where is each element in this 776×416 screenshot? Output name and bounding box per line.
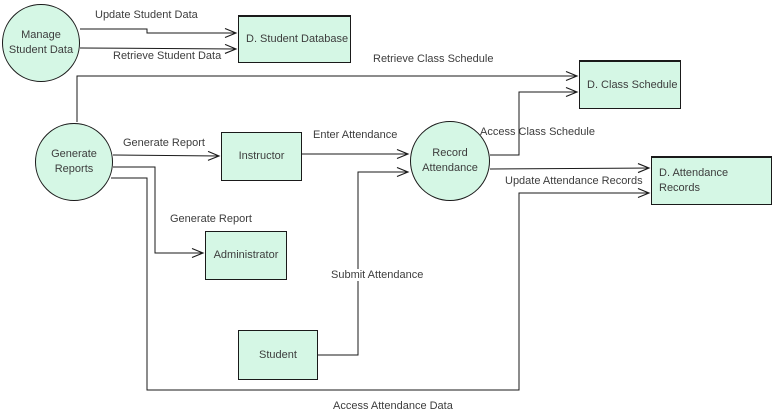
process-manage-student-data: Manage Student Data [2, 4, 80, 82]
flow-update-attendance-records [489, 163, 651, 174]
flow-label-access-attendance-data: Access Attendance Data [333, 400, 453, 412]
flow-label-access-class-schedule: Access Class Schedule [480, 126, 595, 138]
entity-label: Administrator [213, 249, 279, 261]
flow-label-retrieve-class-schedule: Retrieve Class Schedule [373, 53, 494, 65]
entity-student: Student [238, 330, 318, 380]
flow-retrieve-student-data [79, 43, 238, 54]
flow-label-generate-report-administrator: Generate Report [170, 213, 252, 225]
datastore-label: D. Student Database [246, 33, 349, 45]
flow-label-enter-attendance: Enter Attendance [313, 129, 398, 141]
flow-access-class-schedule [490, 86, 579, 156]
flow-label-submit-attendance: Submit Attendance [329, 269, 426, 281]
flow-access-attendance-data [111, 177, 651, 391]
flow-label-retrieve-student-data: Retrieve Student Data [113, 50, 222, 62]
process-label: Generate [51, 148, 97, 160]
flow-label-update-student-data: Update Student Data [95, 9, 198, 21]
flow-retrieve-class-schedule [76, 70, 579, 122]
entity-instructor: Instructor [221, 132, 302, 181]
entity-administrator: Administrator [205, 231, 287, 280]
process-label: Attendance [422, 162, 478, 174]
process-generate-reports: Generate Reports [35, 123, 113, 201]
flow-update-student-data [80, 27, 238, 39]
datastore-student-database: D. Student Database [238, 15, 351, 63]
process-label: Student Data [8, 44, 74, 56]
flow-submit-attendance [318, 166, 410, 356]
flow-generate-report-administrator [113, 166, 205, 259]
entity-label: Instructor [238, 150, 285, 162]
process-record-attendance: Record Attendance [410, 121, 490, 201]
process-label: Reports [54, 163, 94, 175]
flow-label-generate-report-instructor: Generate Report [123, 137, 205, 149]
flow-label-update-attendance-records: Update Attendance Records [505, 175, 643, 187]
process-label: Record [432, 147, 468, 159]
datastore-class-schedule: D. Class Schedule [579, 60, 681, 109]
datastore-label: D. Class Schedule [587, 78, 678, 91]
flow-generate-report-instructor [112, 150, 221, 161]
datastore-attendance-records: D. Attendance Records [651, 156, 772, 205]
entity-label: Student [259, 348, 297, 361]
process-label: Manage [21, 29, 61, 41]
datastore-label: D. Attendance Records [659, 167, 729, 194]
